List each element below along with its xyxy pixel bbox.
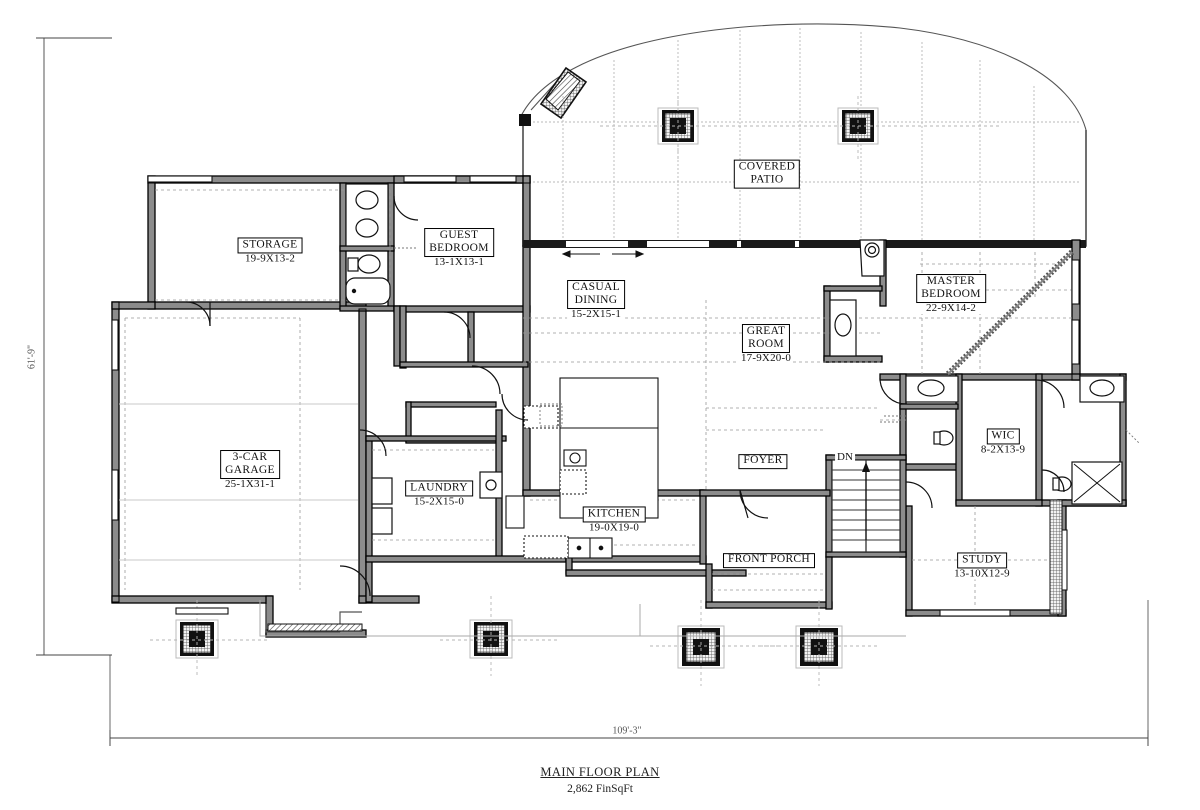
room-name-kitchen: KITCHEN (582, 506, 646, 523)
garage-door-hatch (267, 623, 363, 632)
room-dims-storage: 19-9X13-2 (237, 253, 303, 265)
room-label-master-bedroom: MASTER BEDROOM 22-9X14-2 (916, 274, 986, 314)
room-label-guest-bedroom: GUEST BEDROOM 13-1X13-1 (424, 228, 494, 268)
room-label-front-porch: FRONT PORCH (722, 550, 816, 568)
dimension-overall-width: 109'-3" (609, 725, 645, 737)
structural-grid (525, 28, 1080, 246)
room-dims-kitchen: 19-0X19-0 (582, 522, 646, 534)
room-name-laundry: LAUNDRY (405, 480, 473, 497)
room-name-master-bedroom: MASTER BEDROOM (916, 274, 986, 303)
stairs-down (831, 459, 901, 553)
room-label-kitchen: KITCHEN 19-0X19-0 (582, 504, 646, 534)
room-dims-study: 13-10X12-9 (952, 567, 1012, 580)
room-label-study: STUDY 13-10X12-9 (952, 550, 1012, 580)
room-dims-garage: 25-1X31-1 (220, 478, 280, 490)
stair-direction-label: DN (835, 451, 855, 463)
window-symbols (111, 175, 1080, 617)
header-arrows (561, 250, 645, 258)
room-name-great-room: GREAT ROOM (741, 324, 791, 353)
kitchen-fixtures (505, 377, 659, 559)
room-name-study: STUDY (957, 552, 1007, 569)
door-swings (185, 195, 1065, 597)
room-name-casual-dining: CASUAL DINING (567, 280, 625, 309)
garage-slab-lines (119, 403, 358, 561)
room-label-laundry: LAUNDRY 15-2X15-0 (405, 478, 473, 508)
master-tray-ceiling (945, 249, 1075, 377)
front-porch-slab (259, 600, 906, 637)
room-dims-great-room: 17-9X20-0 (738, 351, 794, 364)
room-dims-laundry: 15-2X15-0 (405, 496, 473, 508)
room-name-guest-bedroom: GUEST BEDROOM (424, 228, 494, 257)
room-name-garage: 3-CAR GARAGE (220, 450, 280, 479)
plumbing-fixtures (345, 183, 1125, 535)
roof-arc-outline (519, 23, 1087, 131)
room-dims-wic: 8-2X13-9 (978, 443, 1028, 456)
room-name-front-porch: FRONT PORCH (722, 553, 816, 568)
room-name-covered-patio: COVERED PATIO (733, 159, 801, 189)
walls (111, 175, 1127, 638)
room-label-great-room: GREAT ROOM 17-9X20-0 (738, 324, 794, 364)
room-label-casual-dining: CASUAL DINING 15-2X15-1 (567, 280, 625, 320)
room-dims-guest-bedroom: 13-1X13-1 (424, 256, 494, 268)
plan-area: 2,862 FinSqFt (567, 783, 633, 795)
chimney-hatch (539, 66, 588, 120)
room-label-storage: STORAGE 19-9X13-2 (237, 235, 303, 265)
room-label-wic: WIC 8-2X13-9 (978, 426, 1028, 456)
room-dims-master-bedroom: 22-9X14-2 (916, 302, 986, 314)
room-label-covered-patio: COVERED PATIO (733, 159, 801, 189)
footing-tie-lines (150, 96, 1000, 686)
room-label-foyer: FOYER (738, 451, 788, 469)
misc-dashed-details (390, 247, 1141, 445)
room-name-wic: WIC (986, 428, 1020, 445)
plan-title: MAIN FLOOR PLAN (540, 765, 660, 779)
room-name-storage: STORAGE (237, 237, 303, 254)
exterior-hatched-band (1049, 499, 1063, 615)
room-name-foyer: FOYER (738, 454, 788, 469)
dimension-lines (36, 37, 1149, 746)
dimension-overall-depth: 61'-9" (26, 341, 38, 373)
title-block: MAIN FLOOR PLAN 2,862 FinSqFt (0, 765, 1200, 795)
room-dims-casual-dining: 15-2X15-1 (567, 308, 625, 320)
room-label-garage: 3-CAR GARAGE 25-1X31-1 (220, 450, 280, 490)
